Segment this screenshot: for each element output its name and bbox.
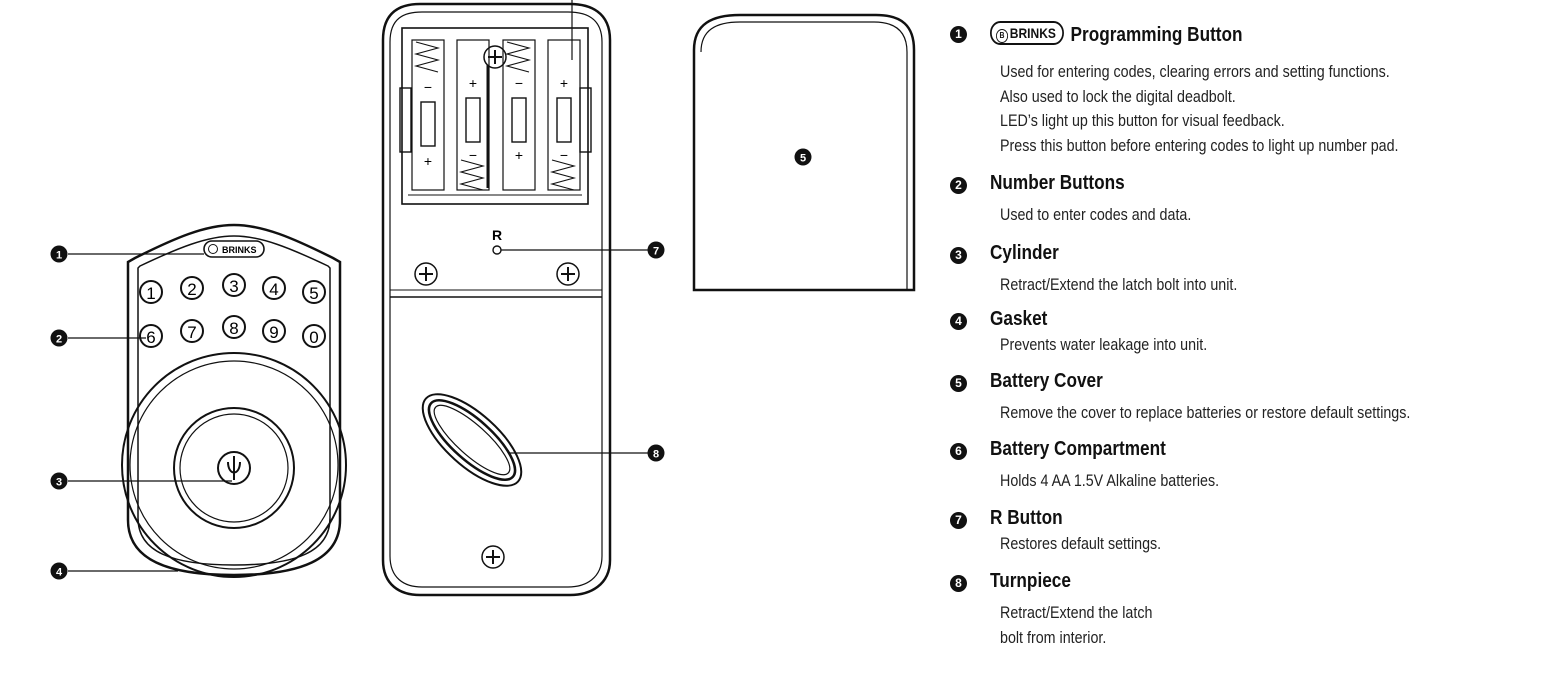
number-button: 0 xyxy=(302,324,326,348)
interior-unit xyxy=(381,0,612,597)
svg-text:6: 6 xyxy=(146,328,155,347)
keypad-buttons: 1 2 3 4 5 6 7 8 9 0 xyxy=(139,273,326,348)
callout-5: 5 xyxy=(794,148,812,166)
svg-text:5: 5 xyxy=(800,153,806,165)
svg-text:+: + xyxy=(424,153,432,169)
battery-polarity-labels: − + + − − + + − xyxy=(424,75,568,169)
svg-text:2: 2 xyxy=(187,280,196,299)
exterior-keypad-unit xyxy=(121,223,347,578)
callouts-middle: 7 8 xyxy=(647,241,665,462)
callouts-left: 1 2 3 4 xyxy=(50,245,68,580)
svg-text:7: 7 xyxy=(187,323,196,342)
svg-text:4: 4 xyxy=(56,567,63,579)
leader-lines-left xyxy=(68,253,232,572)
number-button: 5 xyxy=(302,280,326,304)
svg-text:8: 8 xyxy=(653,449,659,461)
callout-3: 3 xyxy=(50,472,68,490)
callout-8: 8 xyxy=(647,444,665,462)
brinks-programming-button: BRINKS xyxy=(203,240,265,258)
legend-badge: 1 xyxy=(950,26,967,43)
svg-text:3: 3 xyxy=(56,477,62,489)
svg-text:9: 9 xyxy=(269,323,278,342)
svg-text:3: 3 xyxy=(229,277,238,296)
svg-text:BRINKS: BRINKS xyxy=(222,245,257,255)
svg-text:+: + xyxy=(515,147,523,163)
callout-2: 2 xyxy=(50,329,68,347)
svg-text:7: 7 xyxy=(653,246,659,258)
number-button: 1 xyxy=(139,280,163,304)
battery-cover xyxy=(692,13,916,292)
r-button-label: R xyxy=(492,227,502,243)
number-button: 8 xyxy=(222,315,246,339)
svg-text:1: 1 xyxy=(56,250,62,262)
number-button: 2 xyxy=(180,276,204,300)
svg-text:4: 4 xyxy=(269,280,278,299)
svg-text:1: 1 xyxy=(146,284,155,303)
svg-text:−: − xyxy=(515,75,523,91)
number-button: 6 xyxy=(139,324,163,348)
svg-text:−: − xyxy=(560,147,568,163)
callout-4: 4 xyxy=(50,562,68,580)
legend-description: Used for entering codes, clearing errors… xyxy=(1000,62,1399,155)
number-button: 9 xyxy=(262,319,286,343)
svg-text:2: 2 xyxy=(56,334,62,346)
number-button: 3 xyxy=(222,273,246,297)
number-button: 7 xyxy=(180,319,204,343)
leader-lines-middle xyxy=(501,249,648,454)
svg-text:5: 5 xyxy=(309,284,318,303)
svg-text:+: + xyxy=(469,75,477,91)
svg-text:−: − xyxy=(469,147,477,163)
callout-1: 1 xyxy=(50,245,68,263)
svg-text:8: 8 xyxy=(229,319,238,338)
callout-7: 7 xyxy=(647,241,665,259)
number-button: 4 xyxy=(262,276,286,300)
svg-text:+: + xyxy=(560,75,568,91)
svg-text:−: − xyxy=(424,79,432,95)
svg-text:0: 0 xyxy=(309,328,318,347)
